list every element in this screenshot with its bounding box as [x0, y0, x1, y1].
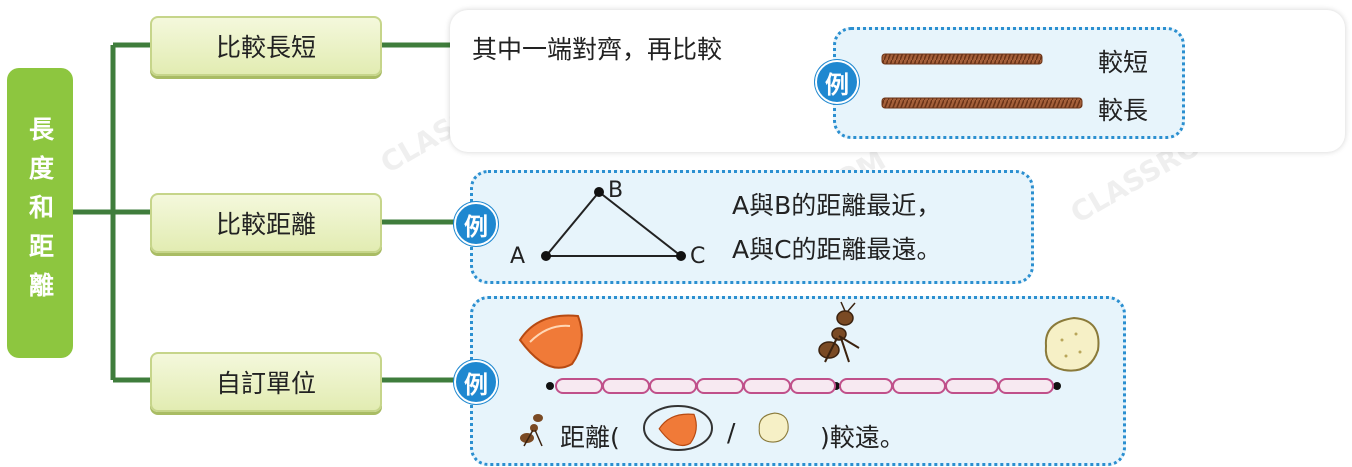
unit-illustration — [518, 301, 1100, 451]
short-rope — [881, 53, 1043, 65]
answer-suffix: )較遠。 — [820, 423, 905, 452]
potato-chip-icon — [1044, 316, 1100, 372]
example-badge: 例 — [454, 202, 498, 246]
paper-clip-chain — [546, 378, 1061, 394]
answer-slash: / — [727, 418, 736, 447]
rope-illustration — [881, 53, 1083, 109]
distance-example-box — [470, 170, 1034, 284]
rope-short-label: 較短 — [1098, 48, 1149, 77]
point-c — [676, 251, 686, 261]
potato-chip-icon — [758, 412, 789, 443]
orange-peel-icon — [658, 413, 697, 447]
distance-line-2: A與C的距離最遠。 — [732, 235, 942, 264]
point-a-label: A — [510, 244, 526, 269]
small-ant-icon — [520, 414, 543, 447]
branch-compare-distance: 比較距離 — [150, 193, 382, 253]
answer-prefix: 距離( — [560, 423, 620, 452]
branch-label: 比較長短 — [215, 33, 316, 62]
triangle-diagram — [541, 187, 686, 261]
ant-icon — [818, 301, 860, 363]
branch-label: 自訂單位 — [215, 369, 316, 398]
branch-compare-length: 比較長短 — [150, 16, 382, 76]
long-rope — [881, 97, 1083, 109]
point-b — [594, 187, 604, 197]
distance-line-1: A與B的距離最近， — [732, 191, 942, 220]
branch-label: 比較距離 — [215, 210, 316, 239]
root-node: 長度和距離 — [7, 68, 73, 358]
length-example-box — [833, 27, 1185, 139]
point-c-label: C — [690, 244, 706, 269]
length-panel-text: 其中一端對齊，再比較 — [472, 35, 723, 64]
root-label: 長度和距離 — [25, 115, 55, 311]
orange-peel-icon — [518, 314, 583, 369]
example-badge: 例 — [454, 360, 498, 404]
point-a — [541, 251, 551, 261]
example-badge: 例 — [815, 60, 859, 104]
point-b-label: B — [608, 178, 624, 203]
rope-long-label: 較長 — [1098, 96, 1149, 125]
branch-custom-unit: 自訂單位 — [150, 352, 382, 412]
answer-circle — [643, 405, 713, 451]
